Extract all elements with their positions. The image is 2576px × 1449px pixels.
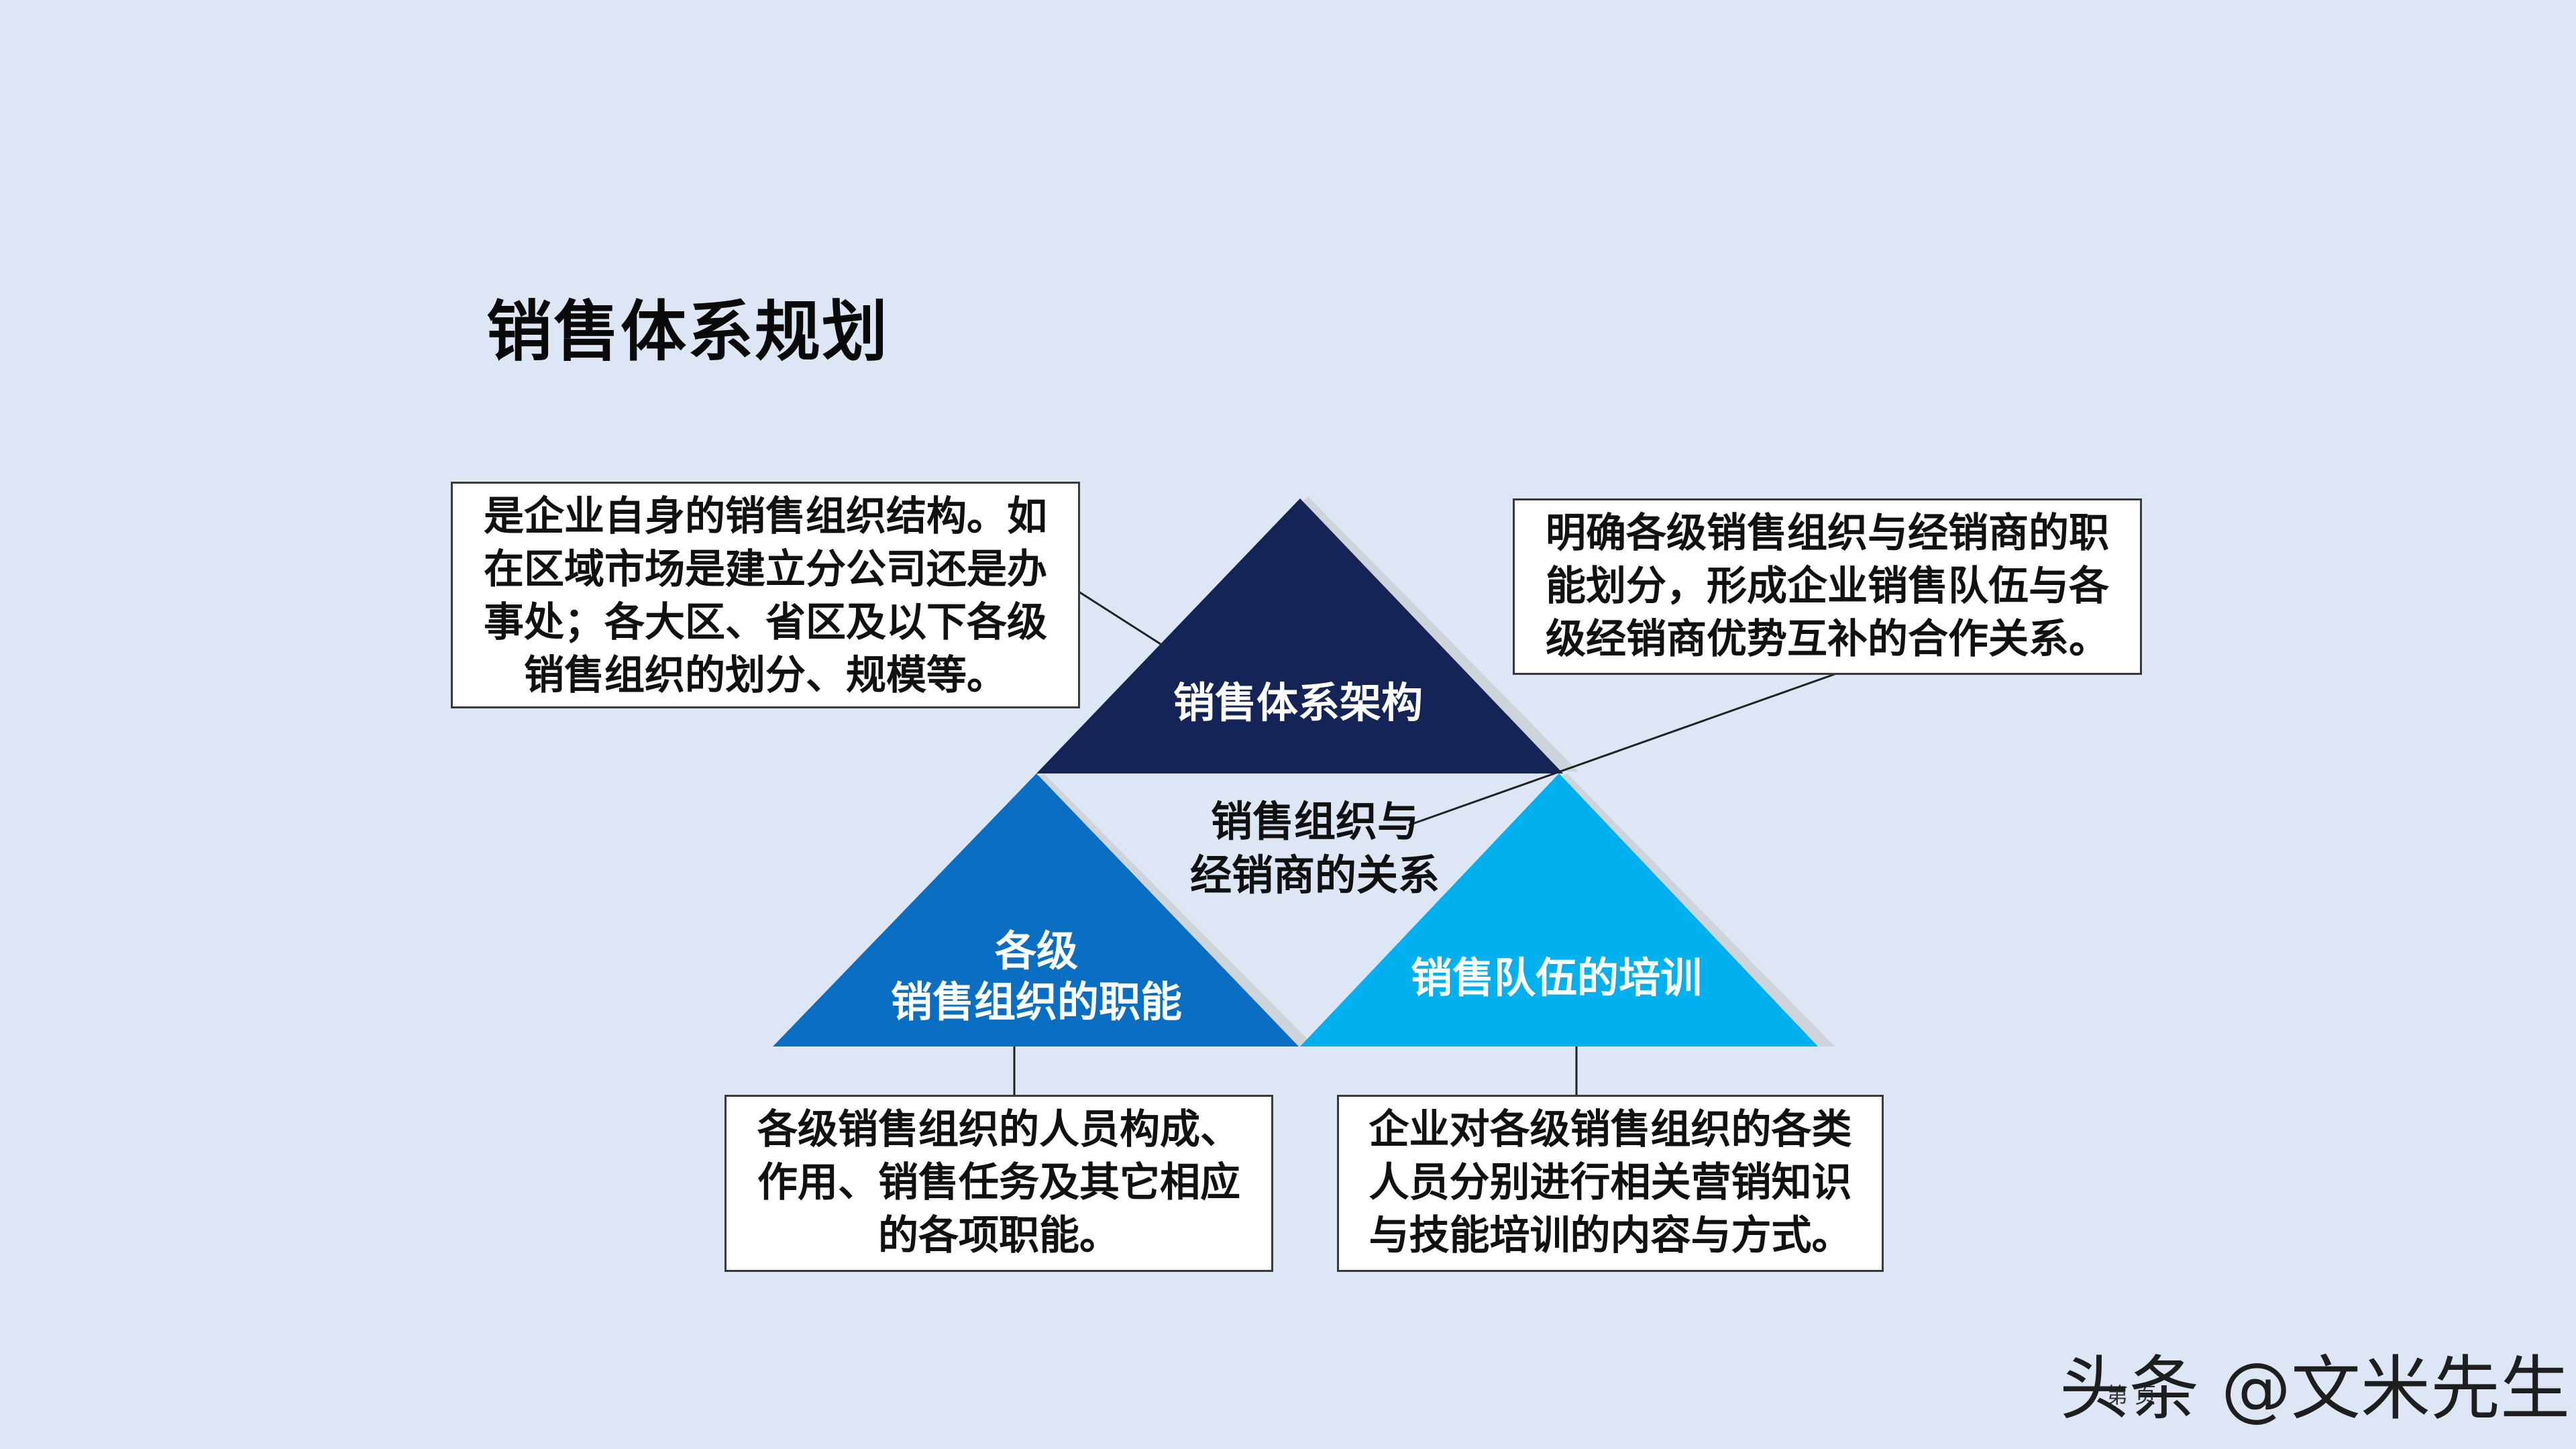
center-label-line2: 经销商的关系 (1189, 851, 1440, 900)
note-line: 作用、销售任务及其它相应 (757, 1159, 1240, 1206)
note-line: 事处；各大区、省区及以下各级 (484, 599, 1047, 646)
left-triangle (773, 773, 1299, 1046)
note-line: 人员分别进行相关营销知识 (1368, 1159, 1852, 1206)
note-box-top-right: 明确各级销售组织与经销商的职 能划分，形成企业销售队伍与各 级经销商优势互补的合… (1513, 498, 2142, 675)
note-line: 能划分，形成企业销售队伍与各 (1546, 563, 2109, 610)
left-triangle-shadow (1036, 773, 1315, 1046)
right-triangle-shadow (1559, 773, 1835, 1046)
note-line: 明确各级销售组织与经销商的职 (1546, 510, 2109, 557)
top-triangle-label: 销售体系架构 (1173, 678, 1423, 727)
note-box-top-left: 是企业自身的销售组织结构。如 在区域市场是建立分公司还是办 事处；各大区、省区及… (451, 482, 1080, 708)
note-line: 是企业自身的销售组织结构。如 (484, 493, 1047, 540)
left-triangle-line2: 销售组织的职能 (890, 977, 1182, 1026)
note-line: 销售组织的划分、规模等。 (524, 652, 1007, 699)
note-line: 的各项职能。 (878, 1212, 1120, 1259)
note-line: 级经销商优势互补的合作关系。 (1546, 616, 2109, 663)
connector-top-right (1408, 673, 1835, 826)
right-triangle (1300, 773, 1818, 1046)
watermark: 头条 @文米先生 (2059, 1348, 2571, 1430)
left-triangle-line1: 各级 (994, 926, 1078, 975)
right-triangle-label: 销售队伍的培训 (1410, 953, 1702, 1002)
left-triangle-label: 各级 销售组织的职能 (859, 926, 1214, 1028)
top-triangle (1036, 498, 1563, 773)
center-label: 销售组织与 经销商的关系 (1167, 795, 1462, 902)
note-line: 与技能培训的内容与方式。 (1368, 1212, 1852, 1259)
top-triangle-shadow (1300, 496, 1578, 771)
note-line: 在区域市场是建立分公司还是办 (484, 546, 1047, 593)
note-line: 各级销售组织的人员构成、 (757, 1106, 1240, 1153)
page-title: 销售体系规划 (486, 294, 890, 370)
note-line: 企业对各级销售组织的各类 (1368, 1106, 1852, 1153)
note-box-bottom-left: 各级销售组织的人员构成、 作用、销售任务及其它相应 的各项职能。 (724, 1095, 1273, 1272)
note-box-bottom-right: 企业对各级销售组织的各类 人员分别进行相关营销知识 与技能培训的内容与方式。 (1337, 1095, 1884, 1272)
connector-top-left (1078, 590, 1161, 645)
center-label-line1: 销售组织与 (1210, 797, 1419, 846)
page-number-note: 第 页 (2106, 1383, 2157, 1408)
